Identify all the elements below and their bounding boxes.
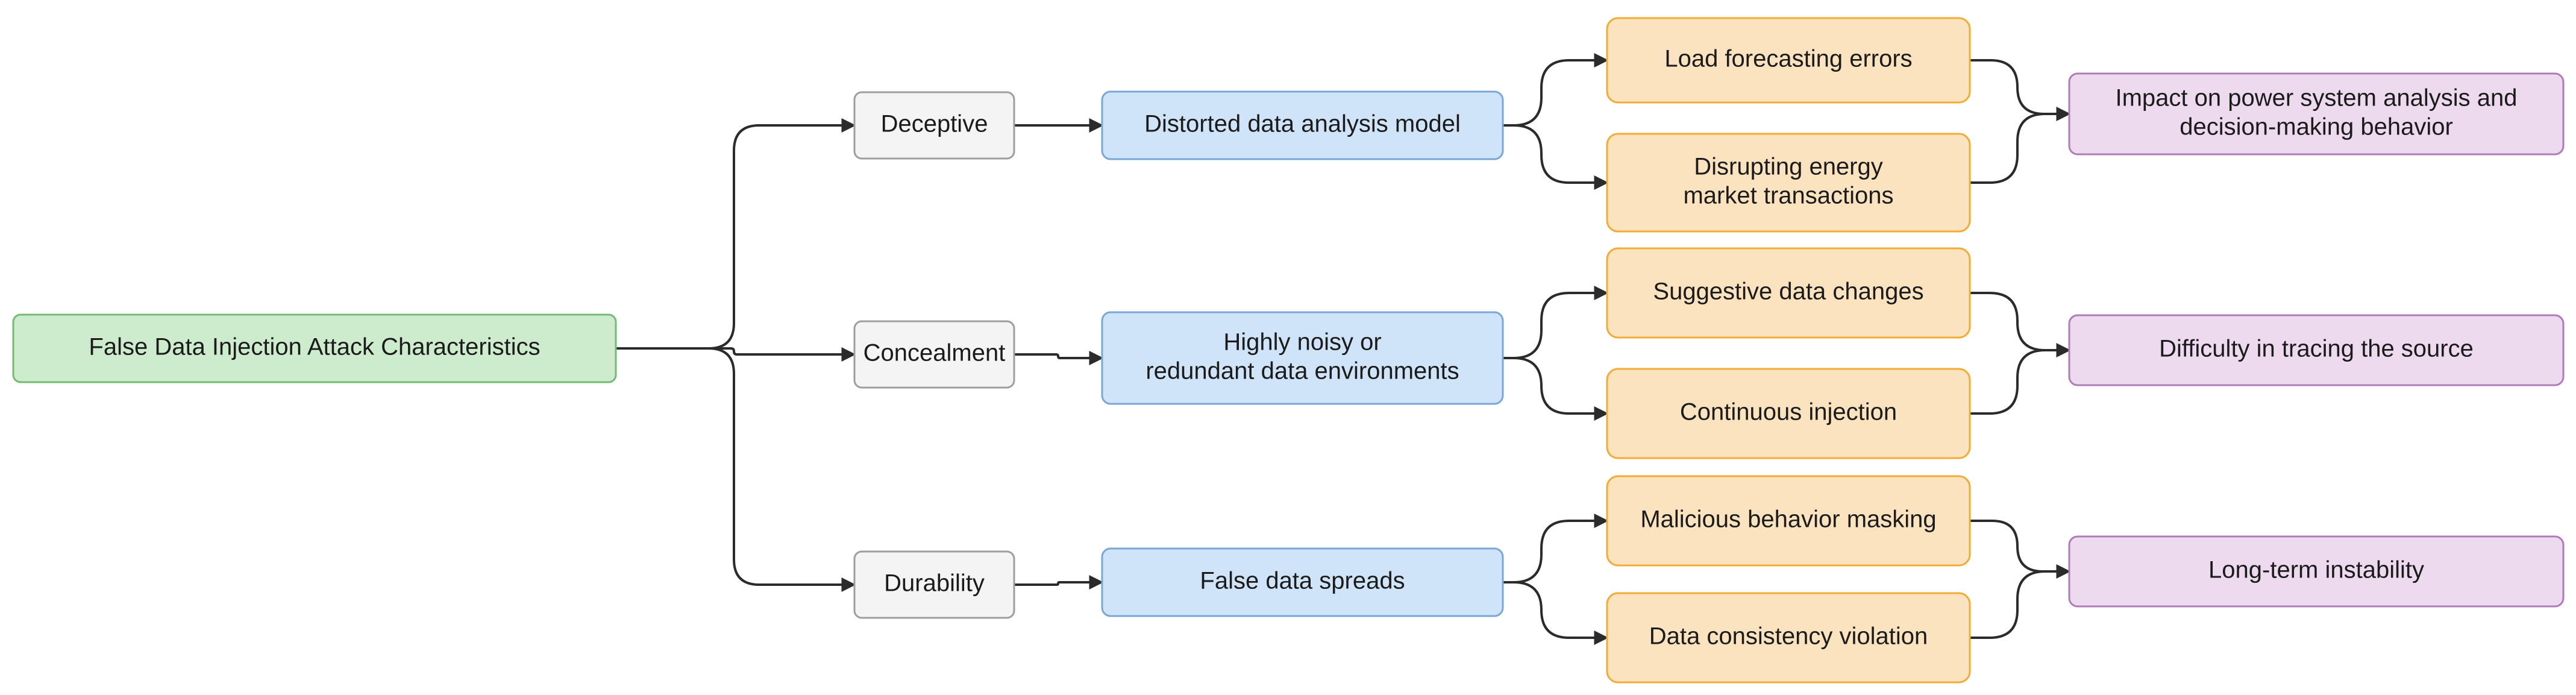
node-cat-durability-label: Durability — [884, 570, 985, 597]
node-eff-data-consistency-violation[interactable]: Data consistency violation — [1606, 592, 1971, 684]
node-eff-data-consistency-violation-label: Data consistency violation — [1649, 623, 1928, 650]
node-cat-concealment-label: Concealment — [863, 340, 1006, 366]
node-root-label: False Data Injection Attack Characterist… — [89, 334, 540, 360]
node-eff-disrupting-energy-market-label: market transactions — [1683, 183, 1893, 209]
node-mech-deceptive-label: Distorted data analysis model — [1144, 111, 1461, 137]
node-eff-load-forecasting-errors-shape — [1606, 17, 1971, 104]
node-cat-durability[interactable]: Durability — [853, 550, 1015, 619]
node-mech-durability[interactable]: False data spreads — [1101, 547, 1504, 617]
node-out-long-term-instability-label: Long-term instability — [2208, 557, 2424, 583]
edge-mech-durability-to-eff-data-consistency-violation — [1502, 581, 1609, 645]
edge-root-to-cat-durability — [615, 347, 856, 592]
edge-root-to-cat-deceptive — [615, 118, 856, 350]
edge-mech-concealment-to-eff-continuous-injection — [1502, 357, 1609, 421]
node-mech-concealment-label: Highly noisy or — [1223, 329, 1381, 356]
node-root[interactable]: False Data Injection Attack Characterist… — [12, 313, 617, 383]
node-mech-concealment-shape — [1101, 311, 1504, 405]
node-cat-deceptive-label: Deceptive — [881, 111, 988, 137]
node-eff-malicious-behavior-masking-label: Malicious behavior masking — [1640, 506, 1936, 533]
edge-mech-durability-to-eff-malicious-behavior-masking — [1502, 514, 1609, 583]
node-eff-continuous-injection-label: Continuous injection — [1680, 399, 1897, 426]
node-cat-deceptive-shape — [853, 91, 1015, 160]
node-cat-deceptive[interactable]: Deceptive — [853, 91, 1015, 160]
node-eff-malicious-behavior-masking-shape — [1606, 475, 1971, 567]
node-root-shape — [12, 313, 617, 383]
node-eff-disrupting-energy-market-label: Disrupting energy — [1694, 154, 1883, 180]
edge-eff-continuous-injection-to-out-difficulty-tracing — [1969, 343, 2071, 415]
node-eff-suggestive-data-changes-shape — [1606, 247, 1971, 339]
node-eff-suggestive-data-changes[interactable]: Suggestive data changes — [1606, 247, 1971, 339]
node-mech-deceptive[interactable]: Distorted data analysis model — [1101, 90, 1504, 160]
edge-mech-concealment-to-eff-suggestive-data-changes — [1502, 286, 1609, 359]
node-out-difficulty-tracing-label: Difficulty in tracing the source — [2159, 336, 2474, 362]
node-eff-disrupting-energy-market[interactable]: Disrupting energy market transactions — [1606, 133, 1971, 233]
edge-eff-malicious-behavior-masking-to-out-long-term-instability — [1969, 520, 2070, 573]
edge-eff-data-consistency-violation-to-out-long-term-instability — [1969, 564, 2071, 639]
edge-cat-durability-to-mech-durability — [1013, 575, 1104, 590]
node-out-long-term-instability-shape — [2068, 535, 2565, 608]
node-mech-durability-shape — [1101, 547, 1504, 617]
node-cat-concealment[interactable]: Concealment — [853, 320, 1015, 389]
node-out-impact-power-system-label: Impact on power system analysis and — [2116, 85, 2518, 112]
node-eff-continuous-injection-shape — [1606, 368, 1971, 459]
node-cat-durability-shape — [853, 550, 1015, 619]
node-eff-suggestive-data-changes-label: Suggestive data changes — [1653, 278, 1923, 305]
node-eff-malicious-behavior-masking[interactable]: Malicious behavior masking — [1606, 475, 1971, 567]
node-mech-durability-label: False data spreads — [1200, 568, 1405, 594]
node-eff-load-forecasting-errors-label: Load forecasting errors — [1664, 46, 1912, 72]
edge-eff-disrupting-energy-market-to-out-impact-power-system — [1969, 107, 2071, 184]
node-eff-disrupting-energy-market-shape — [1606, 133, 1971, 233]
node-out-long-term-instability[interactable]: Long-term instability — [2068, 535, 2565, 608]
node-out-difficulty-tracing[interactable]: Difficulty in tracing the source — [2068, 314, 2565, 386]
node-mech-deceptive-shape — [1101, 90, 1504, 160]
node-eff-data-consistency-violation-shape — [1606, 592, 1971, 684]
edge-root-to-cat-concealment — [615, 347, 856, 362]
edge-eff-suggestive-data-changes-to-out-difficulty-tracing — [1969, 292, 2070, 351]
node-out-difficulty-tracing-shape — [2068, 314, 2565, 386]
node-eff-load-forecasting-errors[interactable]: Load forecasting errors — [1606, 17, 1971, 104]
edges-layer — [615, 53, 2071, 645]
node-cat-concealment-shape — [853, 320, 1015, 389]
nodes-layer: False Data Injection Attack Characterist… — [12, 17, 2565, 684]
node-eff-continuous-injection[interactable]: Continuous injection — [1606, 368, 1971, 459]
node-out-impact-power-system-label: decision-making behavior — [2180, 114, 2453, 140]
node-out-impact-power-system[interactable]: Impact on power system analysis anddecis… — [2068, 72, 2565, 156]
edge-mech-deceptive-to-eff-load-forecasting-errors — [1502, 53, 1609, 127]
node-out-impact-power-system-shape — [2068, 72, 2565, 156]
edge-mech-deceptive-to-eff-disrupting-energy-market — [1502, 124, 1609, 190]
edge-cat-concealment-to-mech-concealment — [1013, 351, 1104, 365]
node-mech-concealment-label: redundant data environments — [1145, 358, 1459, 385]
edge-eff-load-forecasting-errors-to-out-impact-power-system — [1969, 59, 2070, 115]
